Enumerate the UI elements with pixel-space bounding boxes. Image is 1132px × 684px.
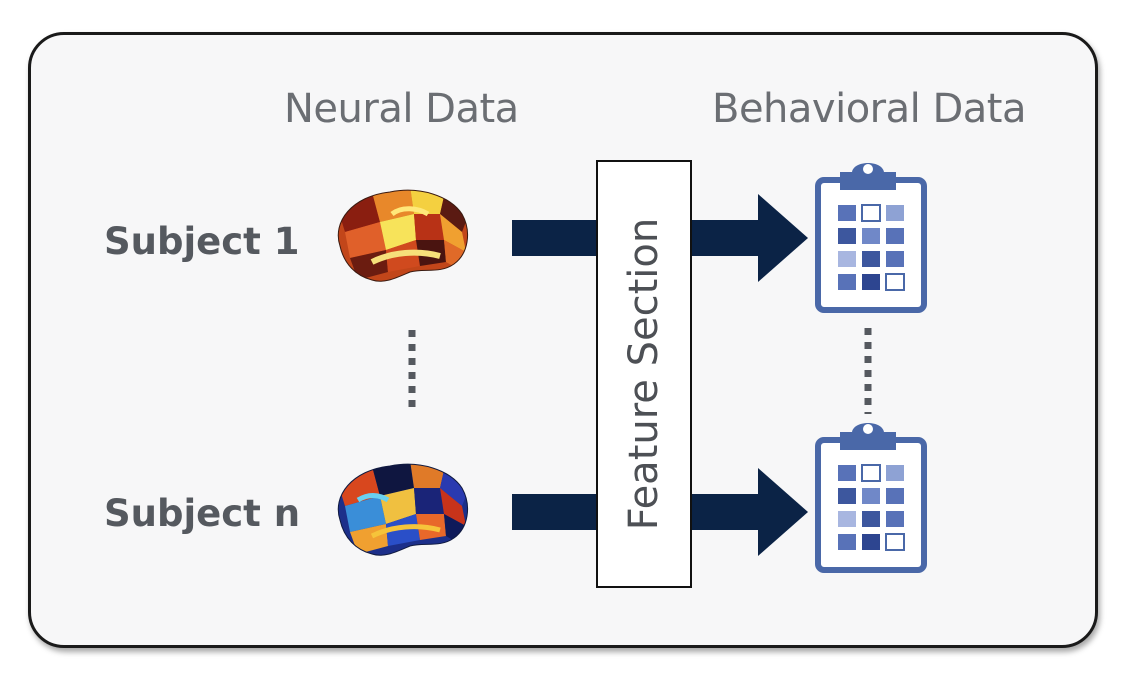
neural-data-header: Neural Data xyxy=(284,86,519,132)
subject-1-label: Subject 1 xyxy=(104,220,300,263)
feature-section-box: Feature Section xyxy=(596,160,692,588)
brain-surface-icon xyxy=(337,463,469,556)
subject-n-label: Subject n xyxy=(104,492,301,535)
feature-section-label: Feature Section xyxy=(621,217,667,531)
brain-surface-icon xyxy=(337,189,469,282)
clipboard-grid-icon xyxy=(815,163,927,313)
behavioral-data-header: Behavioral Data xyxy=(712,86,1026,132)
clipboard-grid-icon xyxy=(815,423,927,573)
